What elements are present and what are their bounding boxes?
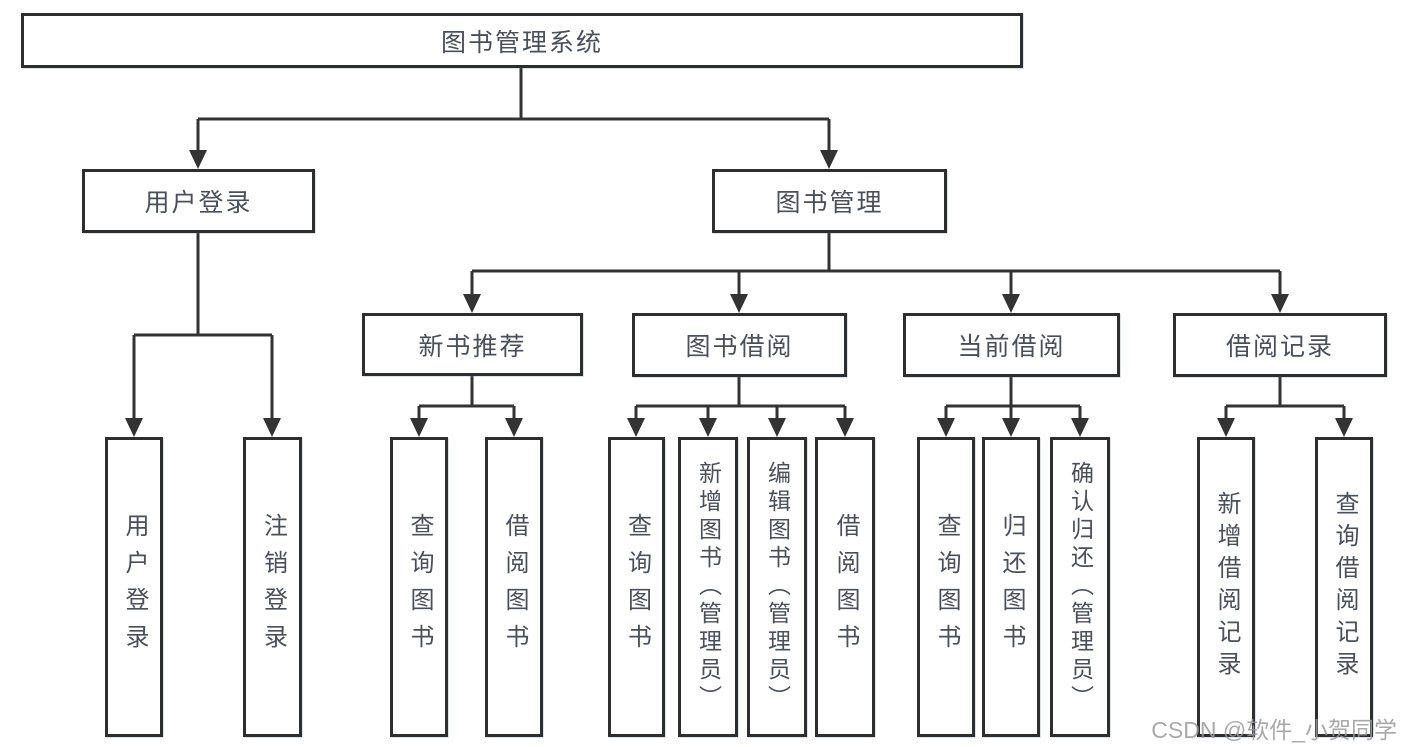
node-label: 查询图书 <box>406 513 433 661</box>
leaf-edit-books-admin: 编辑图书（管理员） <box>747 437 807 737</box>
leaf-user-login: 用户登录 <box>105 437 163 737</box>
node-label: 用户登录 <box>144 189 253 217</box>
leaf-return-books: 归还图书 <box>982 437 1040 737</box>
node-borrowing-records: 借阅记录 <box>1173 313 1387 377</box>
node-label: 当前借阅 <box>957 333 1066 361</box>
node-current-borrowing: 当前借阅 <box>903 313 1120 377</box>
node-label: 图书借阅 <box>685 333 794 361</box>
node-label: 查询图书 <box>933 513 960 661</box>
leaf-query-borrow-record: 查询借阅记录 <box>1315 437 1373 737</box>
node-label: 新增借阅记录 <box>1213 491 1240 683</box>
leaf-query-books: 查询图书 <box>917 437 975 737</box>
node-label: 图书管理系统 <box>440 28 603 57</box>
node-book-borrowing: 图书借阅 <box>632 313 847 377</box>
node-label: 借阅记录 <box>1225 333 1334 361</box>
node-label: 新增图书（管理员） <box>695 461 722 713</box>
node-label: 查询图书 <box>623 513 651 661</box>
node-label: 用户登录 <box>121 513 148 661</box>
leaf-add-borrow-record: 新增借阅记录 <box>1197 437 1255 737</box>
node-label: 注销登录 <box>259 513 287 661</box>
leaf-query-books: 查询图书 <box>390 437 448 737</box>
node-label: 编辑图书（管理员） <box>764 461 791 713</box>
leaf-borrow-books: 借阅图书 <box>815 437 875 737</box>
node-new-book-recommendation: 新书推荐 <box>362 313 583 376</box>
leaf-confirm-return-admin: 确认归还（管理员） <box>1050 437 1110 737</box>
node-label: 借阅图书 <box>501 513 528 661</box>
node-label: 图书管理 <box>775 189 884 217</box>
node-label: 新书推荐 <box>418 332 527 361</box>
node-label: 借阅图书 <box>832 513 859 661</box>
node-user-login-branch: 用户登录 <box>82 169 315 233</box>
leaf-logout: 注销登录 <box>243 437 302 737</box>
node-label: 归还图书 <box>998 513 1025 661</box>
leaf-query-books: 查询图书 <box>608 437 665 737</box>
leaf-borrow-books: 借阅图书 <box>485 437 543 737</box>
node-label: 查询借阅记录 <box>1331 491 1358 683</box>
csdn-watermark: CSDN @软件_小贺同学 <box>1151 717 1397 743</box>
leaf-add-books-admin: 新增图书（管理员） <box>678 437 738 737</box>
node-label: 确认归还（管理员） <box>1067 461 1094 713</box>
node-book-management-branch: 图书管理 <box>712 169 947 233</box>
node-library-management-system: 图书管理系统 <box>21 13 1023 68</box>
